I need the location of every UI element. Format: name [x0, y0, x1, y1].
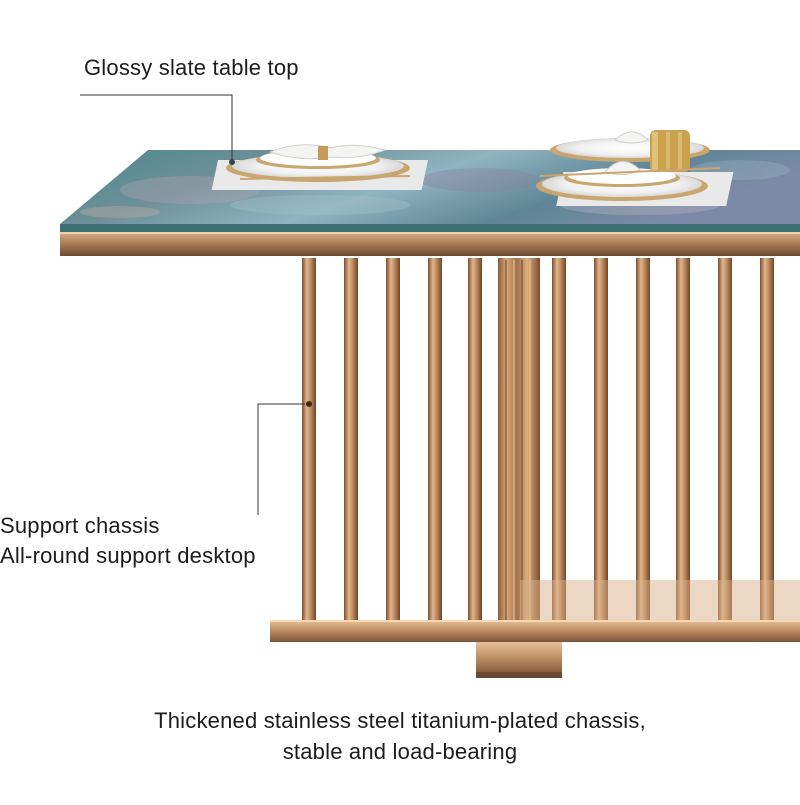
- caption-line-2: stable and load-bearing: [282, 739, 518, 764]
- support-rods: [302, 258, 774, 620]
- tabletop-callout-label: Glossy slate table top: [84, 55, 299, 80]
- chassis-callout-label: Support chassis: [0, 513, 160, 538]
- callout-dot-top: [229, 159, 235, 165]
- chassis-callout-sublabel: All-round support desktop: [0, 543, 256, 568]
- callout-dot-side: [306, 401, 312, 407]
- callout-lines: [80, 94, 305, 515]
- place-setting-right: [536, 130, 734, 206]
- place-setting-left: [211, 144, 428, 190]
- base-frame: [270, 580, 800, 678]
- caption-line-1: Thickened stainless steel titanium-plate…: [154, 708, 646, 733]
